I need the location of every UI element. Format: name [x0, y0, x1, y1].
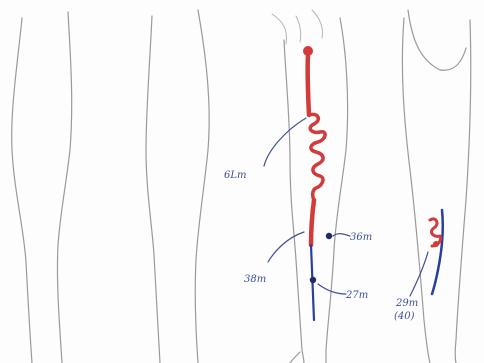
leg-outline-1 — [12, 12, 72, 363]
perforator-dot-upper — [326, 233, 332, 239]
deep-vein-blue-front — [310, 233, 332, 320]
leg-outline-2 — [146, 10, 209, 363]
varicose-vein-red-front — [303, 46, 325, 245]
annotation-upper-length: 6Lm — [224, 170, 247, 181]
perforator-dot-lower — [310, 277, 316, 283]
annotation-side-length: 29m — [395, 298, 418, 309]
side-vein-dot — [433, 241, 439, 247]
annotation-lower-right: 27m — [345, 290, 368, 301]
annotation-mid-right: 36m — [350, 232, 372, 243]
varicose-vein-side — [430, 210, 443, 294]
annotation-mid-left: 38m — [244, 274, 266, 285]
annotation-side-length-paren: (40) — [394, 311, 415, 322]
